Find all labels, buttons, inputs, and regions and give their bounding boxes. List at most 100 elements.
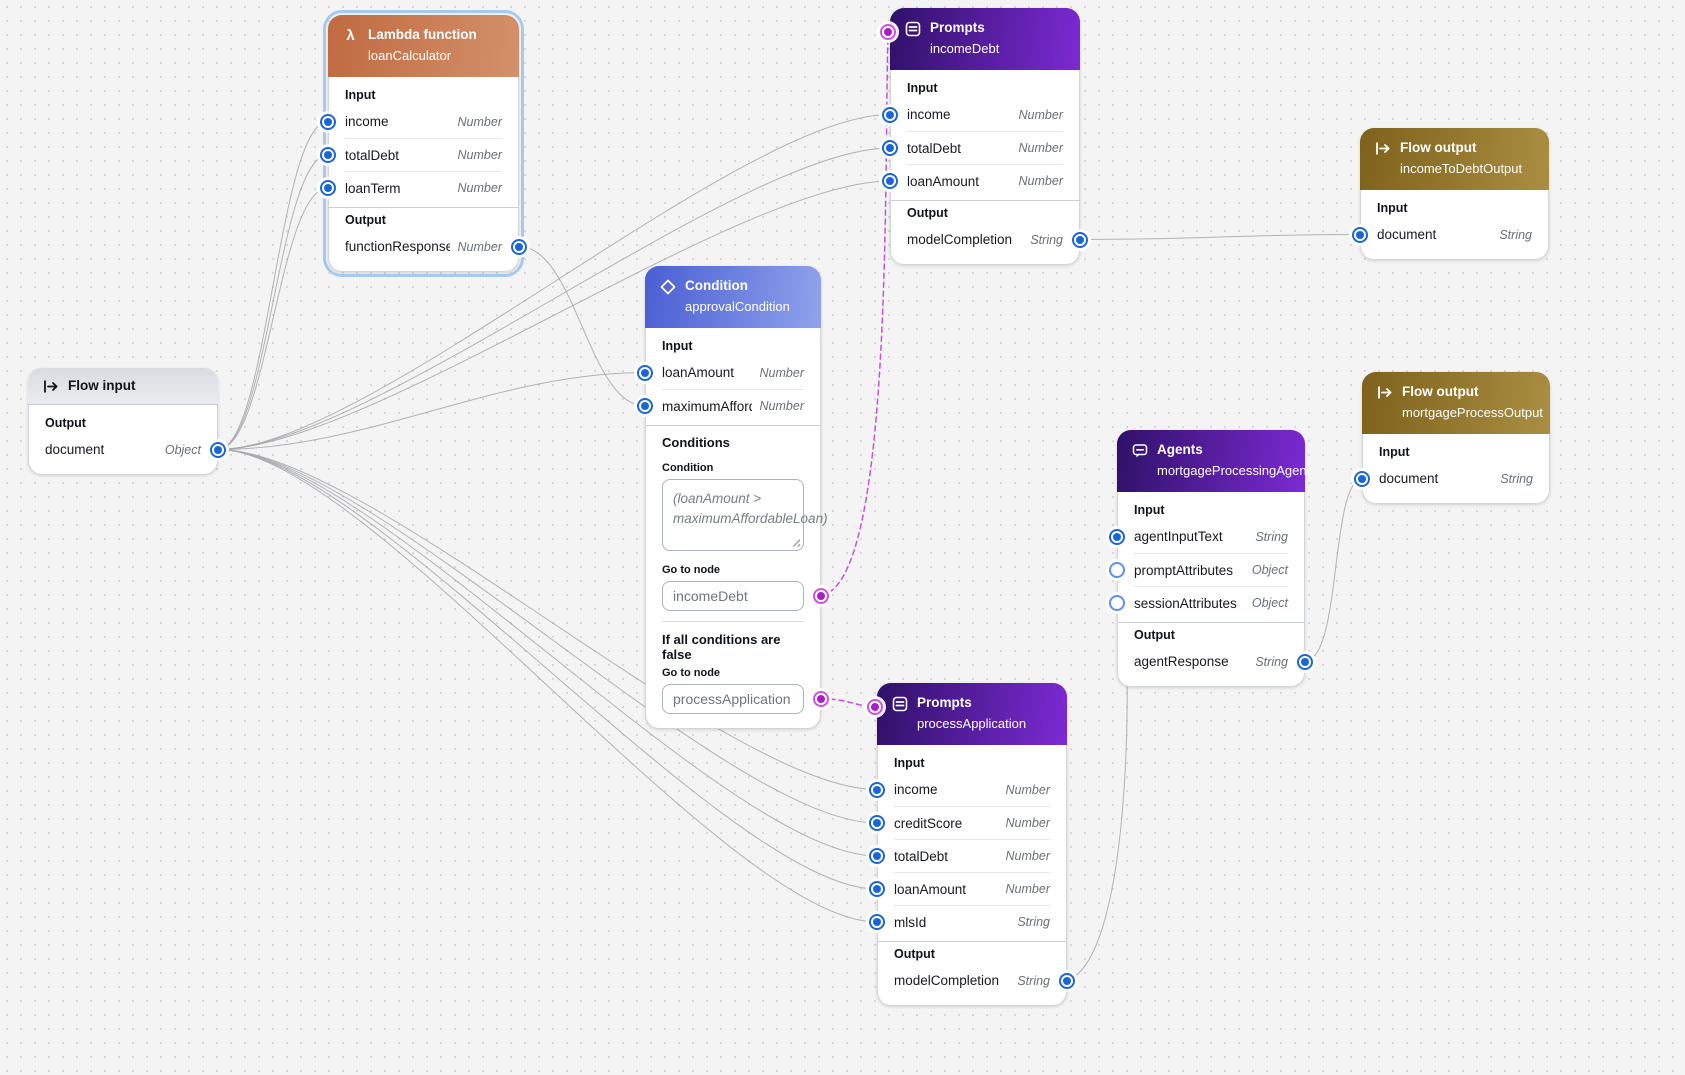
input-port-loanamount[interactable] [869, 881, 885, 897]
field-name: income [345, 114, 389, 129]
flow-output-icon [1374, 140, 1391, 157]
field-type: Number [1005, 849, 1050, 863]
input-port-maximumaffordable[interactable] [637, 398, 653, 414]
node-subtitle: approvalCondition [685, 299, 790, 314]
field-type: Number [457, 114, 502, 129]
input-port-document[interactable] [1354, 470, 1370, 487]
input-port-creditscore[interactable] [869, 815, 885, 831]
node-subtitle: mortgageProcessOutput [1402, 405, 1543, 420]
section-divider [662, 620, 804, 622]
output-port-functionresponse[interactable] [511, 238, 527, 255]
field-name: document [45, 442, 105, 457]
input-port-income[interactable] [882, 106, 898, 123]
branch-port[interactable] [867, 699, 883, 715]
node-header: Prompts processApplication [877, 683, 1067, 745]
input-section-label: Input [345, 88, 376, 102]
node-title: Flow output [1400, 140, 1477, 155]
data-edge [518, 246, 646, 407]
input-port-loanterm[interactable] [320, 180, 336, 196]
field-row-document: document String [1354, 462, 1533, 495]
field-name: document [1377, 227, 1437, 242]
node-flow-input[interactable]: Flow input Output document Object [28, 368, 226, 475]
field-row-document: document Object [45, 433, 226, 466]
node-header: Flow output mortgageProcessOutput [1362, 372, 1550, 434]
input-port-totaldebt[interactable] [869, 848, 885, 864]
input-port-income[interactable] [320, 113, 336, 130]
input-port-totaldebt[interactable] [320, 147, 336, 163]
input-port-sessionattributes[interactable] [1109, 595, 1125, 611]
output-section-label: Output [907, 206, 948, 220]
prompts-icon [891, 695, 908, 712]
condition-expression-input[interactable]: (loanAmount > maximumAffordableLoan) [662, 479, 828, 551]
field-row-promptattributes: promptAttributes Object [1109, 553, 1288, 586]
branch-port[interactable] [880, 24, 896, 40]
node-lambda-loancalculator[interactable]: λ Lambda function loanCalculator Input i… [320, 10, 527, 277]
field-row-functionresponse: functionResponse Number [345, 230, 527, 263]
field-type: Number [457, 239, 502, 254]
node-flow-output-incometodebt[interactable]: Flow output incomeToDebtOutput Input doc… [1352, 128, 1549, 260]
field-row-mlsid: mlsId String [869, 905, 1050, 938]
output-section-label: Output [894, 947, 935, 961]
input-port-promptattributes[interactable] [1109, 562, 1125, 578]
node-prompts-incomedebt[interactable]: Prompts incomeDebt Input income Number t… [880, 8, 1088, 265]
field-name: mlsId [894, 914, 927, 930]
branch-port-processapplication[interactable] [813, 690, 829, 707]
input-section-label: Input [662, 339, 693, 353]
flow-input-icon [42, 378, 59, 395]
agents-icon [1131, 442, 1148, 459]
field-row-totaldebt: totalDebt Number [882, 131, 1063, 164]
field-type: Object [164, 442, 201, 457]
else-goto-node-input[interactable]: processApplication [662, 683, 804, 714]
output-section-label: Output [345, 213, 386, 227]
field-type: Number [457, 181, 502, 195]
field-row-maximumaffordable: maximumAfforda... Number [637, 389, 804, 422]
node-title: Flow input [68, 378, 136, 393]
field-name: document [1379, 471, 1439, 486]
node-condition-approval[interactable]: Condition approvalCondition Input loanAm… [637, 266, 829, 729]
output-port-modelcompletion[interactable] [1072, 231, 1088, 248]
node-agents-mortgageprocessing[interactable]: Agents mortgageProcessingAgent Input age… [1109, 430, 1313, 687]
output-port-document[interactable] [210, 441, 226, 458]
field-name: loanAmount [662, 365, 735, 380]
conditions-section-label: Conditions [662, 435, 730, 450]
input-port-mlsid[interactable] [869, 914, 885, 930]
field-type: String [1255, 529, 1288, 544]
node-header: Agents mortgageProcessingAgent [1117, 430, 1310, 492]
field-row-creditscore: creditScore Number [869, 806, 1050, 839]
output-port-agentresponse[interactable] [1297, 653, 1313, 670]
data-edge [217, 187, 329, 450]
field-type: Number [1005, 782, 1050, 797]
input-port-income[interactable] [869, 781, 885, 798]
else-section-label: If all conditions are false [662, 631, 781, 662]
goto-node-input[interactable]: incomeDebt [662, 580, 804, 611]
input-port-agentinputtext[interactable] [1109, 528, 1125, 545]
input-port-loanamount[interactable] [882, 173, 898, 189]
field-row-loanamount: loanAmount Number [637, 356, 804, 389]
output-section-label: Output [45, 416, 86, 430]
field-row-totaldebt: totalDebt Number [869, 839, 1050, 872]
node-body: Input income Number creditScore Number t… [869, 745, 1075, 1006]
field-type: String [1255, 654, 1288, 669]
node-flow-output-mortgageprocess[interactable]: Flow output mortgageProcessOutput Input … [1354, 372, 1550, 504]
lambda-icon: λ [346, 27, 355, 44]
node-subtitle: incomeDebt [930, 41, 1000, 56]
output-port-modelcompletion[interactable] [1059, 972, 1075, 989]
field-name: creditScore [894, 815, 963, 831]
node-header: Flow output incomeToDebtOutput [1360, 128, 1549, 190]
branch-port-incomedebt[interactable] [813, 587, 829, 604]
prompts-icon [904, 20, 921, 37]
field-name: modelCompletion [907, 232, 1013, 247]
node-body: Input document String [1352, 190, 1549, 260]
node-subtitle: processApplication [917, 716, 1027, 731]
field-name: agentResponse [1134, 654, 1229, 669]
input-port-document[interactable] [1352, 226, 1368, 243]
node-body: Input agentInputText String promptAttrib… [1109, 492, 1313, 687]
node-body: Input income Number totalDebt Number loa… [882, 70, 1088, 265]
input-port-loanamount[interactable] [637, 364, 653, 381]
node-prompts-processapplication[interactable]: Prompts processApplication Input income … [867, 683, 1075, 1006]
node-body: Input loanAmount Number maximumAfforda..… [637, 328, 829, 729]
node-subtitle: incomeToDebtOutput [1400, 161, 1523, 176]
section-divider [1118, 622, 1304, 623]
field-type: Number [1005, 882, 1050, 896]
input-port-totaldebt[interactable] [882, 140, 898, 156]
